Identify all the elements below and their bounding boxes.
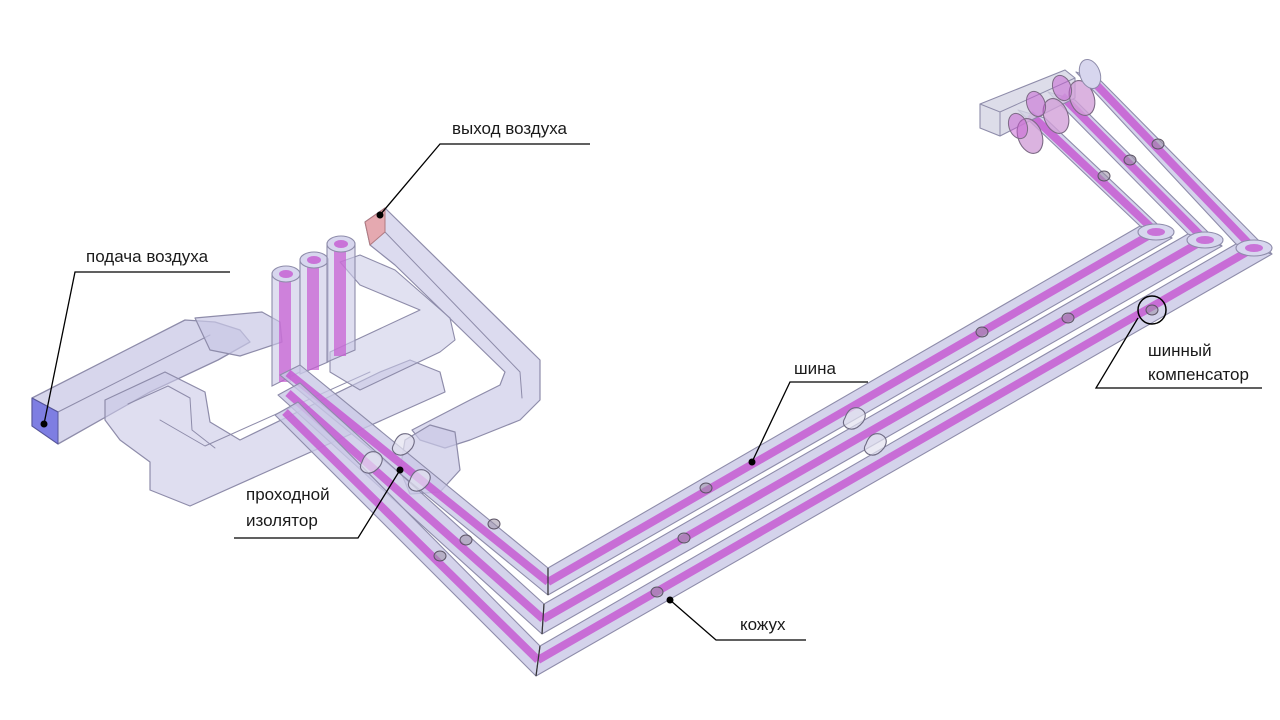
bus-duct-b3 (535, 243, 1273, 677)
label-compensator-line1: шинный (1148, 341, 1212, 360)
bus-compensator (459, 534, 473, 546)
bus-compensator (975, 326, 989, 338)
bus-duct-b2 (541, 233, 1223, 635)
bus-compensator (433, 550, 447, 562)
terminal-bushing-3 (1068, 80, 1096, 116)
bus-c2 (1059, 93, 1208, 243)
label-air-outlet: выход воздуха (452, 119, 568, 138)
leader-feedthrough (234, 469, 401, 539)
leader-casing (669, 599, 806, 641)
bus-riser-2 (299, 251, 329, 375)
leader-air-outlet (379, 143, 590, 216)
bus-compensators (433, 138, 1165, 598)
feedthrough-insulators (359, 407, 887, 492)
bus-compensator (650, 586, 664, 598)
bus-c3 (1085, 73, 1257, 252)
bus-duct-leg-c (1017, 71, 1273, 257)
label-casing: кожух (740, 615, 786, 634)
label-air-supply: подача воздуха (86, 247, 209, 266)
label-feedthrough-line1: проходной (246, 485, 330, 504)
compensator-highlight-circle (1137, 295, 1167, 325)
terminal-bushing-2 (1042, 98, 1070, 134)
air-duct-outlet-branch-edge (384, 231, 523, 399)
bus-duct-leg-b (535, 225, 1273, 677)
bus-duct-leg-a (274, 364, 551, 677)
label-bus: шина (794, 359, 837, 378)
leader-dots (40, 211, 756, 604)
feedthrough-insulator (359, 451, 383, 474)
leader-compensator (1094, 317, 1262, 389)
bus-compensator (1151, 138, 1165, 150)
bus-compensator (1145, 304, 1159, 316)
bus-a2 (285, 390, 546, 622)
bus-b1 (546, 228, 1157, 586)
bus-riser-3 (326, 235, 356, 363)
bus-compensator (487, 518, 501, 530)
air-duct-upper-loop (329, 254, 456, 391)
bus-c1 (1027, 111, 1159, 235)
bus-duct-corner-seam (535, 568, 549, 677)
bus-compensator (1123, 154, 1137, 166)
label-compensator-line2: компенсатор (1148, 365, 1249, 384)
terminal-box (979, 58, 1102, 154)
bus-compensator (699, 482, 713, 494)
feedthrough-insulator (407, 469, 431, 492)
bus-b3 (536, 245, 1254, 664)
leader-bus (751, 381, 868, 463)
air-duct-lower-loop-inner-2 (127, 385, 216, 449)
air-duct-lower-loop (104, 359, 446, 507)
bus-a3 (282, 409, 541, 663)
feedthrough-insulator (842, 407, 866, 430)
feedthrough-insulator (863, 433, 887, 456)
bus-compensator (1097, 170, 1111, 182)
feedthrough-insulator (391, 433, 415, 456)
leader-lines (43, 143, 1262, 641)
bus-b2 (541, 236, 1206, 623)
bus-compensator (677, 532, 691, 544)
leader-air-supply (43, 271, 230, 425)
bus-riser-1 (271, 265, 301, 387)
bus-risers-left (271, 235, 356, 387)
label-feedthrough-line2: изолятор (246, 511, 318, 530)
bus-compensator (1061, 312, 1075, 324)
